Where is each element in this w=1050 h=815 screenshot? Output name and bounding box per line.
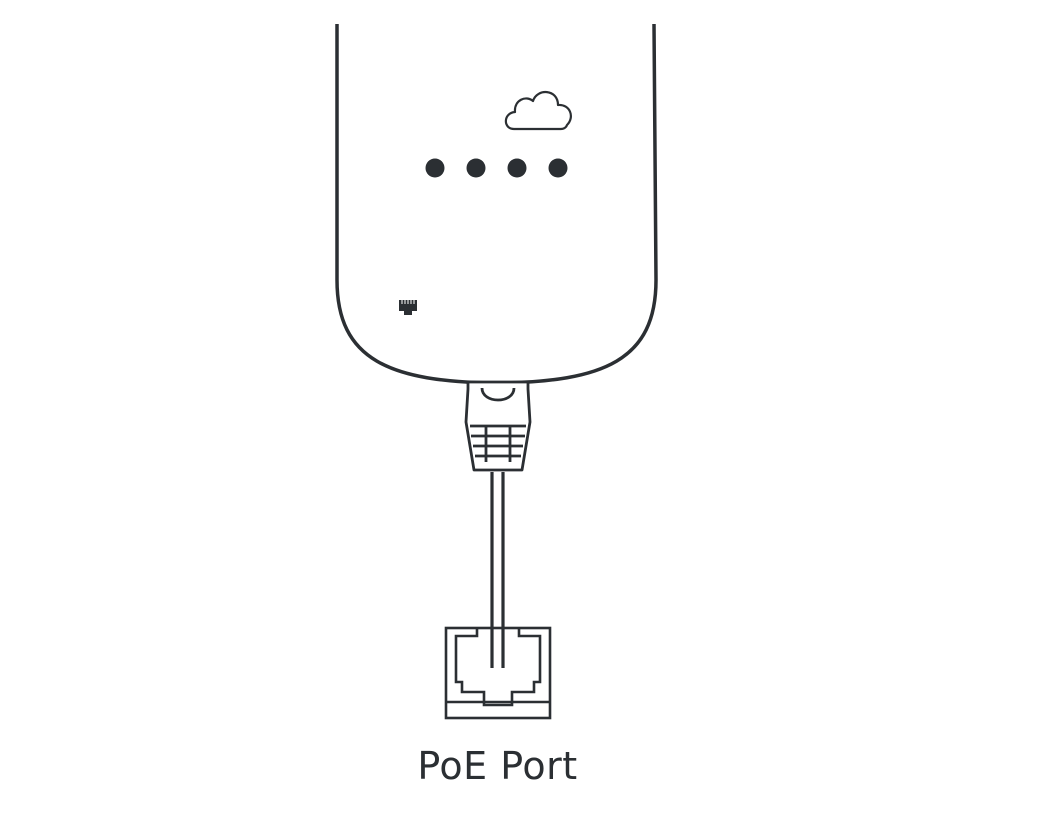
cloud-icon <box>504 91 572 131</box>
poe-port-socket <box>444 626 552 720</box>
ethernet-cable <box>490 472 505 668</box>
device-body <box>335 23 658 385</box>
status-led <box>548 158 568 178</box>
status-led <box>507 158 527 178</box>
status-led <box>466 158 486 178</box>
status-led-group <box>425 158 568 178</box>
rj45-connector <box>464 380 532 472</box>
poe-port-label: PoE Port <box>417 744 578 788</box>
status-led <box>425 158 445 178</box>
ethernet-port-icon <box>399 300 417 315</box>
